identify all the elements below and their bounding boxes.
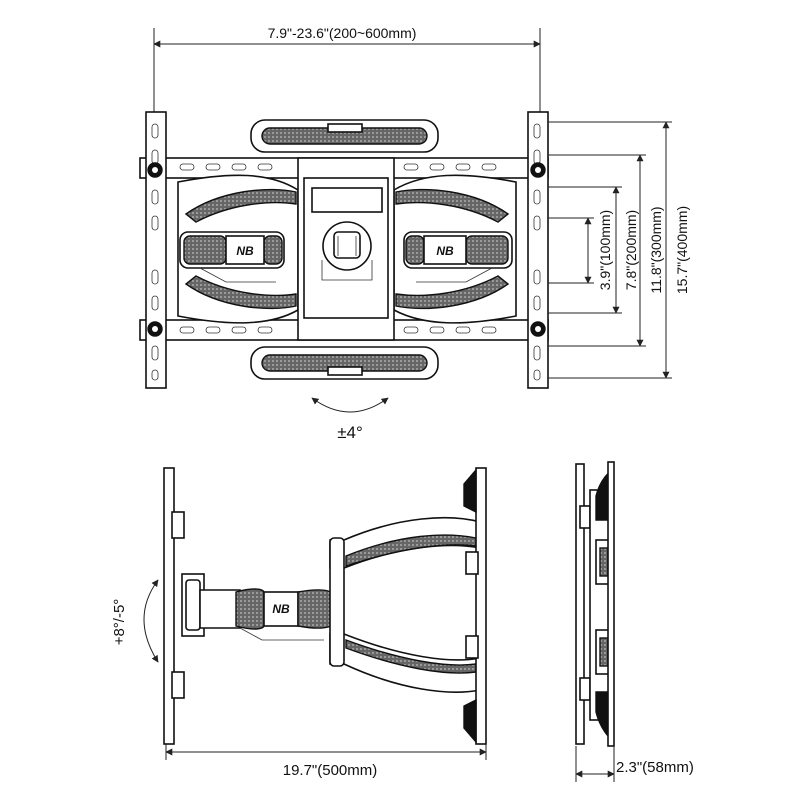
left-vertical-bracket <box>145 111 167 389</box>
profile-tv-bracket <box>607 461 615 747</box>
side-arm-links <box>329 516 481 693</box>
vesa-height-dimensions: 3.9"(100mm) 7.8"(200mm) 11.8"(300mm) 15.… <box>548 121 690 379</box>
tilt-angle-label: +8°/-5° <box>111 599 128 646</box>
swivel-indicator: ±4° <box>311 397 389 442</box>
left-arm-logo: NB <box>236 244 254 258</box>
right-arm-logo: NB <box>436 244 454 258</box>
side-wall-plate <box>163 467 205 745</box>
extension-dimension: 19.7"(500mm) <box>165 744 487 779</box>
vesa-width-dimension: 7.9"-23.6"(200~600mm) <box>153 25 541 112</box>
left-arm-assembly: NB <box>177 174 299 324</box>
extension-label: 19.7"(500mm) <box>283 762 378 779</box>
side-arm-logo: NB <box>272 602 290 616</box>
profile-view: 2.3"(58mm) <box>575 461 694 782</box>
right-vertical-bracket <box>527 111 549 389</box>
side-arm: NB <box>199 588 337 641</box>
center-wall-plate <box>297 157 395 341</box>
vesa-height-400-label: 15.7"(400mm) <box>674 206 690 294</box>
depth-label: 2.3"(58mm) <box>616 759 694 776</box>
vesa-width-label: 7.9"-23.6"(200~600mm) <box>268 25 417 41</box>
swivel-angle-label: ±4° <box>337 423 363 442</box>
vesa-height-300-label: 11.8"(300mm) <box>648 206 664 293</box>
tilt-indicator: +8°/-5° <box>111 579 159 663</box>
vesa-height-100-label: 3.9"(100mm) <box>597 210 613 290</box>
lower-cover <box>250 346 439 380</box>
side-tv-bracket <box>463 467 487 745</box>
side-view: +8°/-5° NB <box>111 467 487 779</box>
right-arm-assembly: NB <box>393 174 517 324</box>
upper-cover <box>250 119 439 153</box>
vesa-height-200-label: 7.8"(200mm) <box>623 210 639 290</box>
profile-wall-plate <box>575 463 591 745</box>
front-view: 7.9"-23.6"(200~600mm) <box>139 25 690 442</box>
depth-dimension: 2.3"(58mm) <box>575 746 694 782</box>
